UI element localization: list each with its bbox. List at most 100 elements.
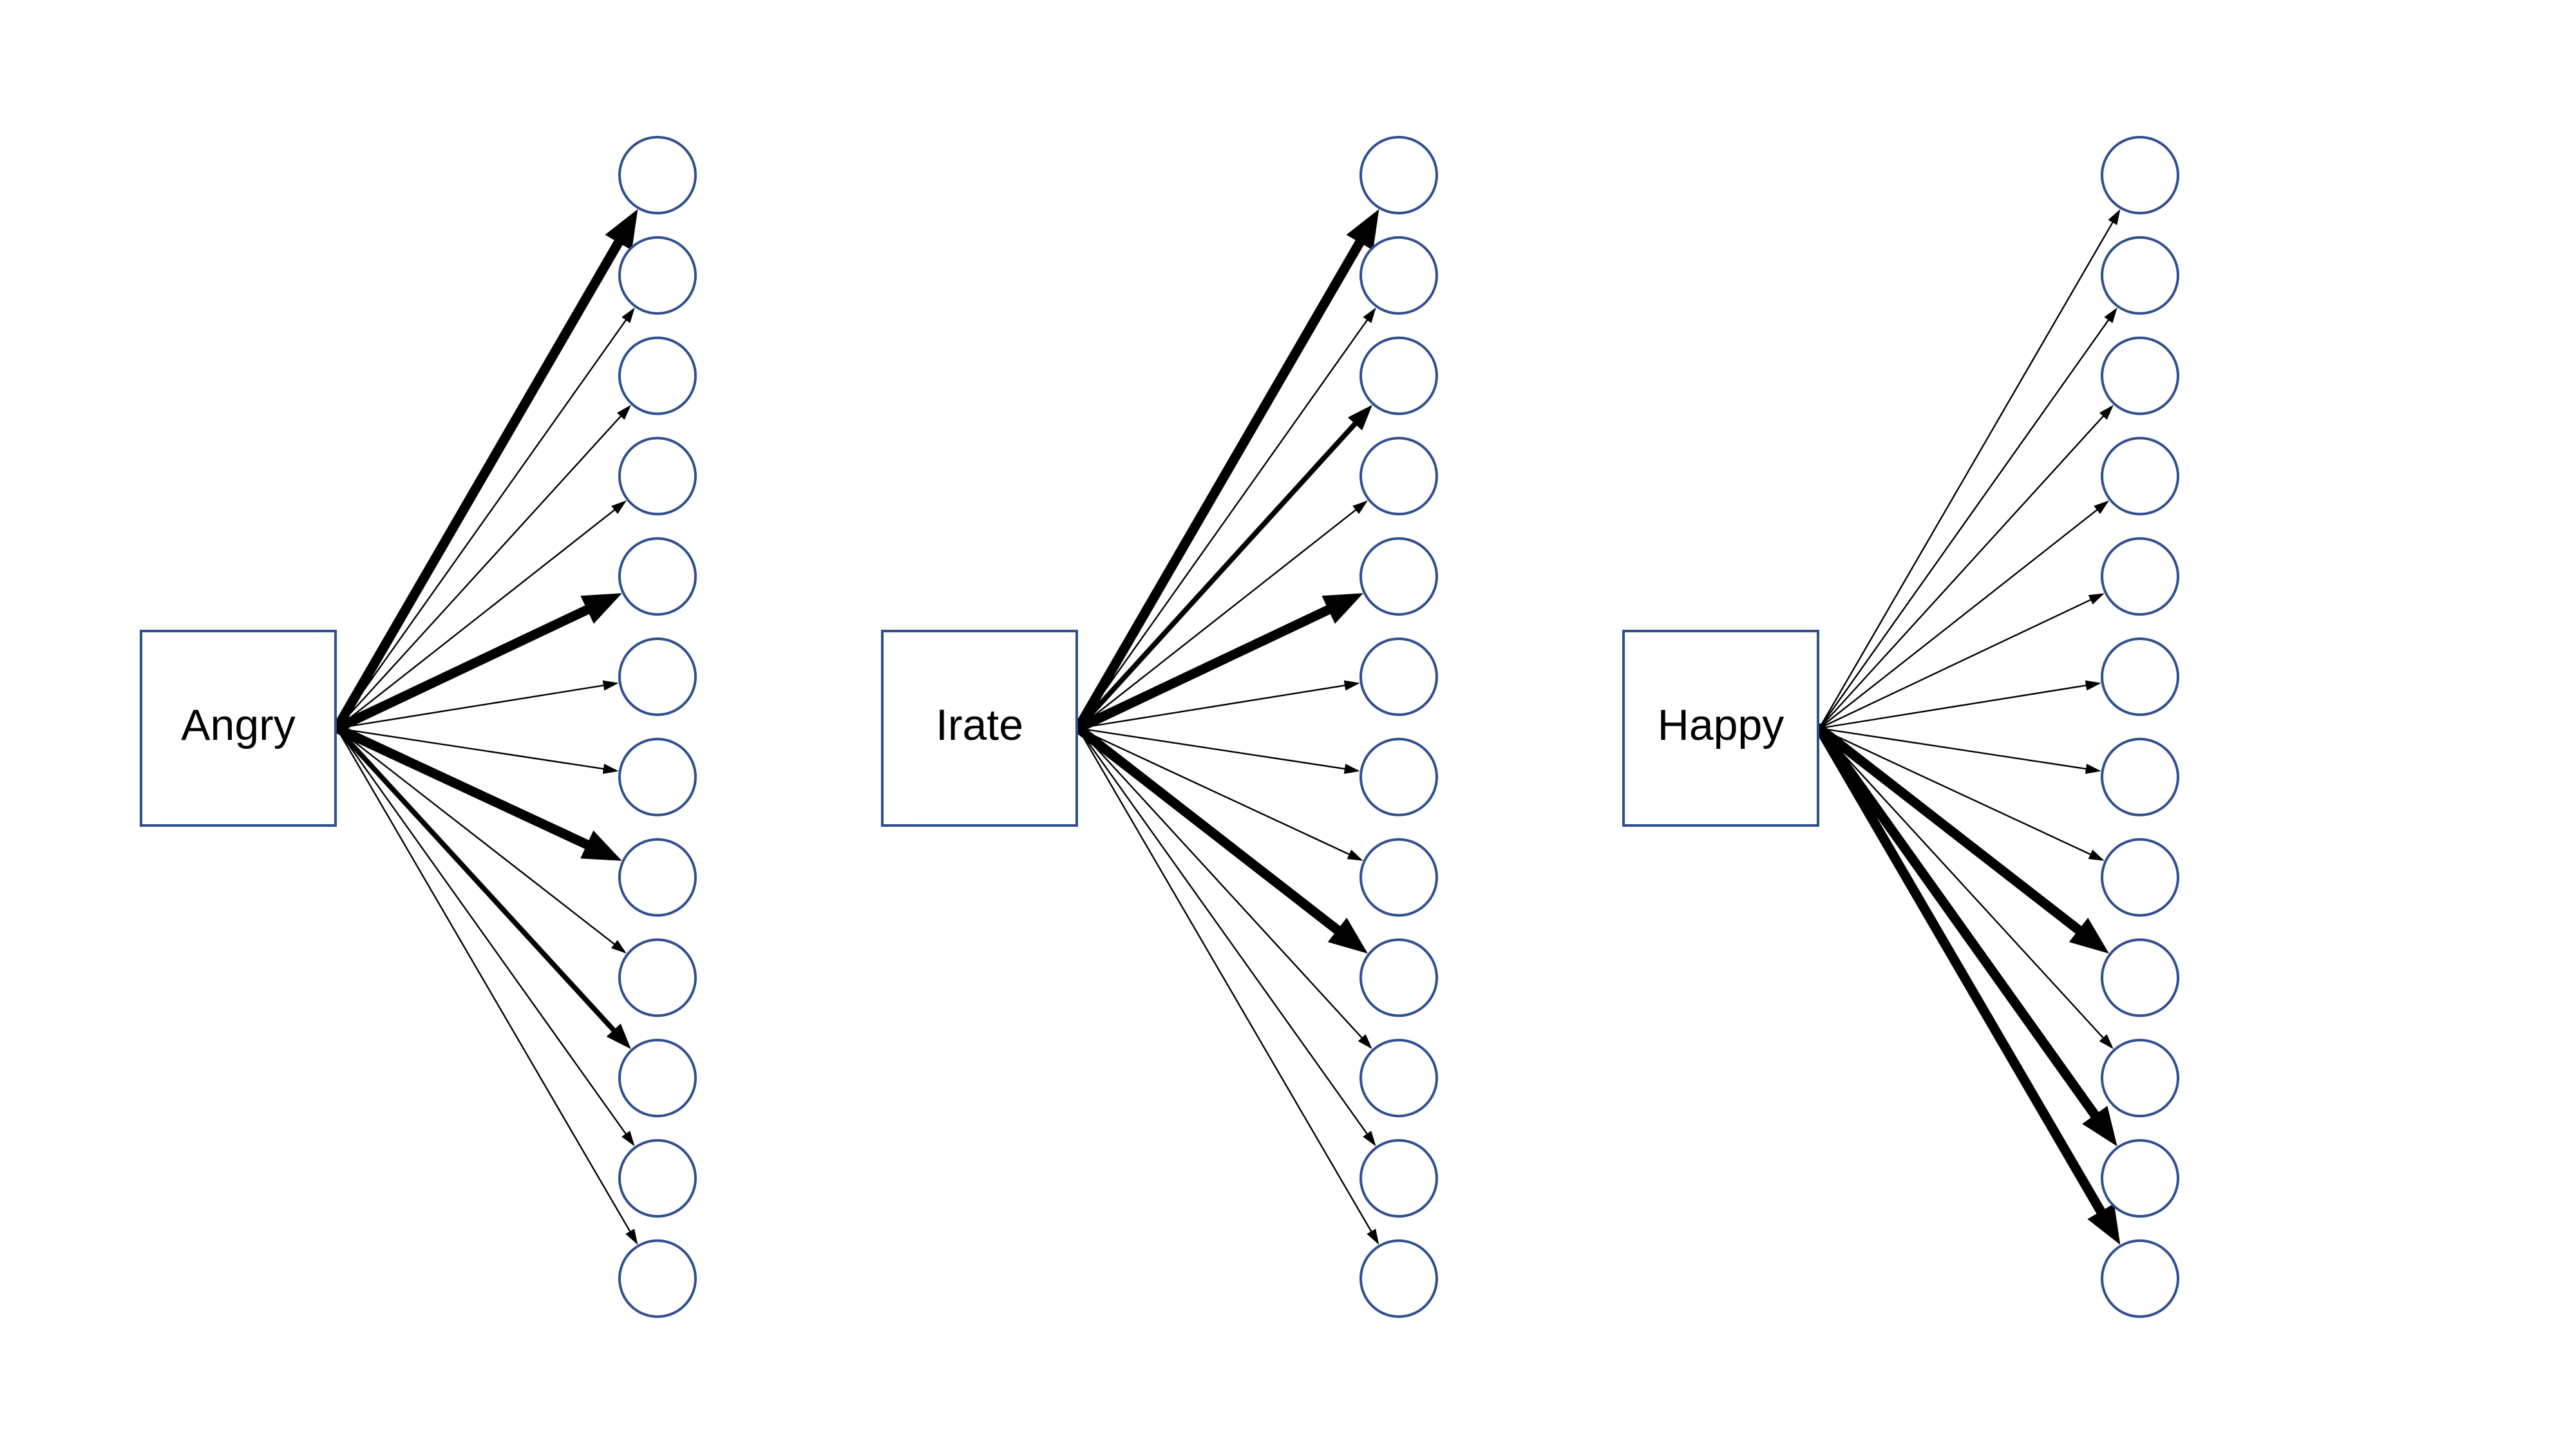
- unit-node-happy-10: [2101, 1039, 2179, 1118]
- unit-node-irate-7: [1359, 737, 1438, 816]
- connection-irate-8: [1077, 727, 1351, 856]
- connection-angry-8: [332, 723, 593, 850]
- connection-irate-4: [1077, 508, 1358, 730]
- connection-irate-2: [1077, 318, 1369, 730]
- group-happy: Happy: [1622, 136, 2179, 1318]
- arrowhead-happy-3: [2099, 404, 2114, 420]
- unit-node-angry-10: [618, 1039, 697, 1118]
- connection-angry-6: [336, 684, 606, 730]
- connections-angry: [332, 209, 638, 1245]
- arrowhead-irate-11: [1363, 1131, 1376, 1147]
- arrowhead-irate-2: [1363, 307, 1376, 323]
- arrowhead-happy-5: [2088, 593, 2105, 605]
- unit-node-irate-1: [1359, 136, 1438, 214]
- connection-angry-5: [332, 604, 593, 733]
- unit-node-angry-1: [618, 136, 697, 214]
- arrowhead-irate-10: [1358, 1034, 1372, 1050]
- arrowhead-happy-9: [2069, 918, 2109, 954]
- arrowhead-angry-6: [602, 680, 619, 691]
- arrowhead-irate-3: [1347, 404, 1372, 431]
- arrowhead-irate-5: [1321, 593, 1363, 624]
- connection-happy-7: [1818, 727, 2088, 770]
- connection-happy-4: [1818, 508, 2099, 730]
- arrowhead-angry-12: [625, 1229, 638, 1245]
- unit-node-angry-2: [618, 236, 697, 315]
- arrowhead-angry-1: [605, 209, 638, 250]
- unit-node-angry-7: [618, 737, 697, 816]
- connections-happy: [1814, 209, 2121, 1245]
- unit-node-irate-6: [1359, 637, 1438, 716]
- unit-node-happy-3: [2101, 336, 2179, 415]
- nodes-irate: [1359, 136, 1438, 1318]
- arrowhead-angry-7: [602, 764, 619, 774]
- connection-angry-1: [332, 236, 624, 733]
- word-label-happy: Happy: [1658, 701, 1785, 750]
- unit-node-irate-11: [1359, 1139, 1438, 1218]
- unit-node-happy-4: [2101, 437, 2179, 516]
- unit-node-happy-8: [2101, 838, 2179, 917]
- connection-happy-5: [1818, 598, 2093, 730]
- connection-happy-12: [1814, 723, 2107, 1218]
- arrowhead-angry-8: [580, 830, 622, 861]
- word-label-irate: Irate: [936, 701, 1023, 750]
- connection-angry-10: [334, 726, 618, 1034]
- arrowhead-angry-4: [611, 500, 627, 514]
- unit-node-happy-9: [2101, 938, 2179, 1017]
- arrowhead-irate-9: [1327, 918, 1368, 954]
- arrowhead-angry-11: [621, 1131, 635, 1147]
- unit-node-irate-9: [1359, 938, 1438, 1017]
- connection-angry-2: [336, 318, 628, 730]
- nodes-angry: [618, 136, 697, 1318]
- connection-angry-12: [336, 727, 632, 1234]
- unit-node-happy-1: [2101, 136, 2179, 214]
- connection-angry-11: [336, 727, 628, 1136]
- arrowhead-happy-11: [2082, 1106, 2117, 1147]
- arrowhead-irate-6: [1343, 680, 1360, 691]
- connection-angry-9: [336, 727, 616, 946]
- connection-happy-6: [1818, 684, 2088, 730]
- arrowhead-happy-1: [2108, 209, 2121, 225]
- unit-node-irate-12: [1359, 1239, 1438, 1318]
- arrowhead-angry-9: [611, 939, 627, 954]
- connection-happy-3: [1818, 414, 2105, 730]
- unit-node-angry-4: [618, 437, 697, 516]
- arrowhead-angry-3: [616, 404, 631, 420]
- connection-irate-10: [1077, 727, 1364, 1040]
- unit-node-angry-5: [618, 537, 697, 616]
- group-angry: Angry: [140, 136, 697, 1318]
- unit-node-angry-11: [618, 1139, 697, 1218]
- connection-happy-2: [1818, 318, 2110, 730]
- unit-node-angry-12: [618, 1239, 697, 1318]
- arrowhead-angry-10: [606, 1023, 631, 1050]
- unit-node-irate-4: [1359, 437, 1438, 516]
- connection-irate-11: [1077, 727, 1369, 1136]
- word-box-irate: [881, 630, 1078, 827]
- connection-irate-9: [1073, 723, 1343, 936]
- connection-happy-8: [1818, 727, 2092, 856]
- arrowhead-happy-8: [2088, 849, 2105, 861]
- arrowhead-irate-1: [1346, 209, 1379, 250]
- arrowhead-angry-2: [621, 307, 635, 323]
- unit-node-angry-6: [618, 637, 697, 716]
- unit-node-irate-8: [1359, 838, 1438, 917]
- unit-node-irate-5: [1359, 537, 1438, 616]
- arrowhead-irate-12: [1367, 1229, 1379, 1245]
- unit-node-happy-11: [2101, 1139, 2179, 1218]
- connection-irate-1: [1073, 236, 1365, 733]
- connections-irate: [1073, 209, 1379, 1245]
- connection-irate-7: [1077, 727, 1347, 770]
- connection-happy-10: [1818, 727, 2105, 1040]
- unit-node-angry-8: [618, 838, 697, 917]
- group-irate: Irate: [881, 136, 1438, 1318]
- unit-node-irate-10: [1359, 1039, 1438, 1118]
- connection-angry-7: [336, 727, 606, 770]
- connection-angry-4: [336, 508, 616, 730]
- unit-node-angry-9: [618, 938, 697, 1017]
- unit-node-happy-5: [2101, 537, 2179, 616]
- nodes-happy: [2101, 136, 2179, 1318]
- connection-happy-1: [1818, 220, 2114, 730]
- word-box-angry: [140, 630, 337, 827]
- unit-node-happy-7: [2101, 737, 2179, 816]
- connection-irate-12: [1077, 727, 1373, 1234]
- arrowhead-happy-6: [2085, 680, 2101, 691]
